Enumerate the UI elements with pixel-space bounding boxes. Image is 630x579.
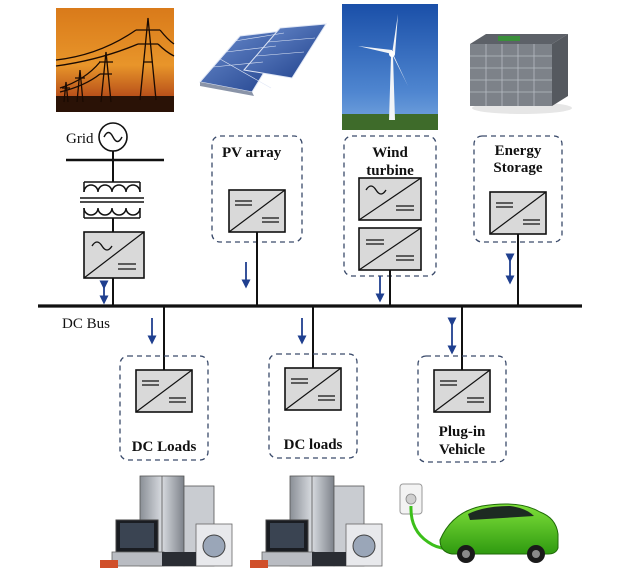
wind-dc-dc-converter-icon [358, 227, 422, 271]
dc-loads-2-label: DC loads [284, 437, 343, 453]
appliances-photo-1 [100, 475, 233, 568]
pv-array-group: PV array [211, 135, 303, 243]
wind-label-line1: Wind [372, 145, 408, 161]
wind-ac-dc-converter-icon [358, 177, 422, 221]
wind-label-line2: turbine [366, 163, 414, 179]
ev-label-line1: Plug-in [439, 424, 486, 440]
grid-converter-icon [83, 231, 145, 279]
grid-photo [55, 8, 175, 112]
pv-array-label: PV array [222, 145, 282, 161]
ev-charging-photo [388, 476, 562, 572]
ev-converter-icon [433, 369, 491, 413]
storage-label-line2: Storage [493, 160, 542, 176]
energy-storage-group: Energy Storage [473, 135, 563, 243]
storage-label-line1: Energy [495, 143, 542, 159]
dc-loads-2-group: DC loads [268, 353, 358, 459]
pv-photo [199, 23, 327, 96]
dc-loads-1-group: DC Loads [119, 355, 209, 461]
storage-converter-icon [489, 191, 547, 235]
dc-loads-1-converter-icon [135, 369, 193, 413]
wind-photo [342, 4, 438, 130]
transformer-icon [80, 181, 144, 219]
pv-converter-icon [228, 189, 286, 233]
ev-label-line2: Vehicle [439, 442, 485, 458]
storage-photo [470, 34, 572, 114]
dc-loads-2-converter-icon [284, 367, 342, 411]
dc-loads-1-label: DC Loads [132, 439, 197, 455]
grid-label: Grid [66, 131, 94, 147]
plug-in-vehicle-group: Plug-in Vehicle [417, 355, 507, 463]
appliances-photo-2 [250, 475, 383, 568]
wind-turbine-group: Wind turbine [343, 135, 437, 277]
dc-bus-label: DC Bus [62, 316, 110, 332]
ac-source-icon [98, 122, 128, 152]
